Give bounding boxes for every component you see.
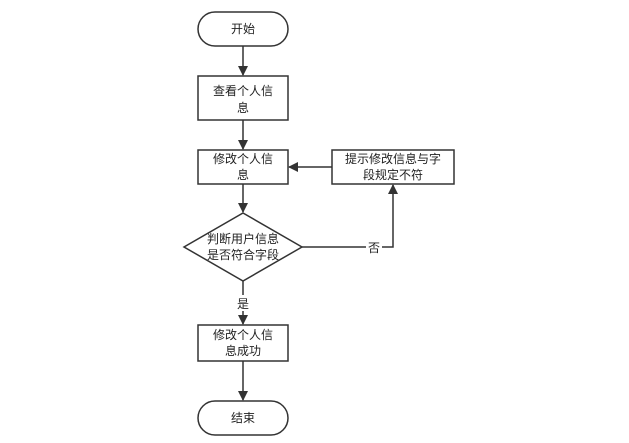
modify-info-node: 修改个人信 息: [197, 149, 289, 185]
check-label-line2: 是否符合字段: [207, 247, 279, 262]
view-info-label-line2: 息: [237, 100, 249, 115]
no-label: 否: [368, 241, 380, 255]
start-node: 开始: [197, 11, 289, 47]
prompt-node: 提示修改信息与字 段规定不符: [331, 149, 455, 185]
success-node: 修改个人信 息成功: [197, 324, 289, 362]
no-label-bg: [366, 239, 382, 255]
modify-info-label-line2: 息: [237, 167, 249, 182]
yes-label: 是: [237, 297, 249, 311]
prompt-label-line2: 段规定不符: [363, 167, 423, 182]
check-decision-node: 判断用户信息 是否符合字段: [182, 212, 304, 282]
modify-info-label-line1: 修改个人信: [213, 151, 273, 166]
start-label: 开始: [231, 22, 255, 36]
view-info-node: 查看个人信 息: [197, 75, 289, 121]
view-info-label-line1: 查看个人信: [213, 84, 273, 98]
yes-label-bg: [235, 295, 251, 311]
check-label-line1: 判断用户信息: [207, 231, 279, 246]
prompt-label-line1: 提示修改信息与字: [345, 151, 441, 166]
end-label: 结束: [231, 411, 255, 425]
success-label-line2: 息成功: [225, 343, 261, 358]
edge-check-to-prompt: [302, 184, 398, 248]
success-label-line1: 修改个人信: [213, 327, 273, 342]
end-node: 结束: [197, 400, 289, 436]
